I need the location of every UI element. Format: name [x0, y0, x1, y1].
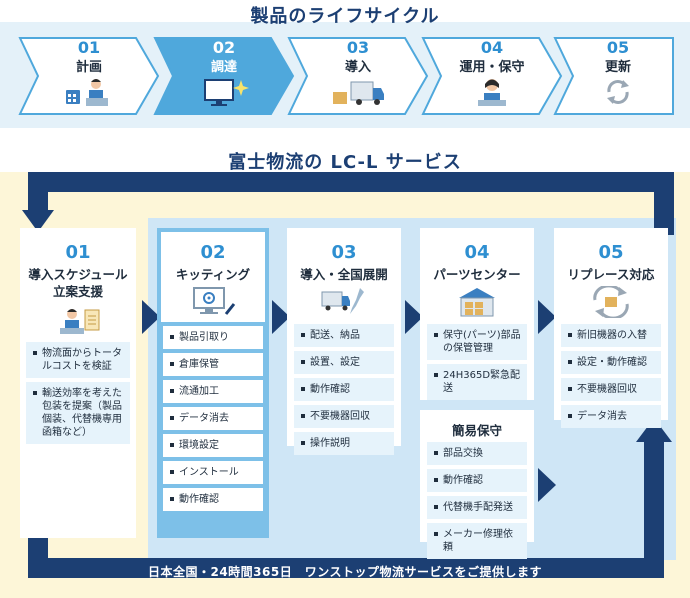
monitor-gear-icon — [193, 287, 236, 315]
task-item: 設置、設定 — [294, 351, 394, 374]
lifecycle-step-01: 01 計画 — [18, 36, 160, 116]
lifecycle-step-label: 更新 — [604, 60, 631, 75]
task-item: 代替機手配発送 — [427, 496, 527, 519]
service-step-01-tasks: 物流面からトータルコストを検証 輸送効率を考えた包装を提案（製品個装、代替機専用… — [26, 342, 130, 448]
task-item: 配送、納品 — [294, 324, 394, 347]
lifecycle-step-label: 計画 — [75, 60, 102, 75]
lifecycle-step-03: 03 導入 — [287, 36, 429, 116]
service-step-04: 04 パーツセンター 保守(パーツ)部品の保管管理 24H365D緊急配送 — [420, 228, 534, 400]
replace-box-icon — [593, 286, 629, 318]
lifecycle-step-num: 01 — [77, 38, 101, 57]
task-item: 製品引取り — [163, 326, 263, 349]
task-item: 設定・動作確認 — [561, 351, 661, 374]
task-item: 保守(パーツ)部品の保管管理 — [427, 324, 527, 360]
task-item: 輸送効率を考えた包装を提案（製品個装、代替機専用函箱など） — [26, 382, 130, 444]
service-step-num: 02 — [200, 242, 226, 263]
service-step-num: 01 — [65, 242, 91, 263]
service-footer-message: 日本全国・24時間365日 ワンストップ物流サービスをご提供します — [147, 565, 542, 579]
task-item: 不要機器回収 — [294, 405, 394, 428]
task-item: 倉庫保管 — [163, 353, 263, 376]
chevron-shape — [553, 37, 674, 115]
connector-arrow-3 — [405, 300, 423, 334]
chevron-shape — [18, 37, 160, 115]
task-item: 動作確認 — [427, 469, 527, 492]
task-item: 24H365D緊急配送 — [427, 364, 527, 400]
connector-arrow-2 — [272, 300, 290, 334]
service-step-title: キッティング — [175, 267, 251, 282]
return-arrow-path — [28, 172, 674, 235]
warehouse-icon — [459, 288, 495, 317]
planning-person-icon — [66, 79, 108, 106]
lifecycle-step-label: 導入 — [344, 60, 371, 75]
service-step-title: リプレース対応 — [567, 267, 655, 282]
lifecycle-step-05: 05 更新 — [553, 36, 675, 116]
task-item: データ消去 — [163, 407, 263, 430]
lifecycle-step-num: 04 — [480, 38, 504, 57]
lifecycle-step-label: 調達 — [210, 60, 237, 75]
service-step-num: 03 — [331, 242, 357, 263]
lifecycle-step-02: 02 調達 — [153, 36, 295, 116]
service-step-03: 03 導入・全国展開 配送、納品 設置、設定 動作確認 不要機器回収 操作説明 — [287, 228, 401, 455]
simple-maintenance-tasks: 部品交換 動作確認 代替機手配発送 メーカー修理依頼 — [427, 442, 527, 563]
support-person-icon — [478, 79, 506, 106]
service-title: 富士物流の LC-L サービス — [228, 152, 462, 173]
task-item: 物流面からトータルコストを検証 — [26, 342, 130, 378]
service-step-05: 05 リプレース対応 新旧機器の入替 設定・動作確認 不要機器回収 データ消去 — [554, 228, 668, 428]
task-item: メーカー修理依頼 — [427, 523, 527, 559]
simple-maintenance-title: 簡易保守 — [451, 423, 502, 438]
service-step-04-tasks: 保守(パーツ)部品の保管管理 24H365D緊急配送 — [427, 324, 527, 404]
lifecycle-step-num: 05 — [606, 38, 630, 57]
task-item: 環境設定 — [163, 434, 263, 457]
chevron-shape — [421, 37, 563, 115]
delivery-truck-icon — [333, 81, 384, 105]
connector-arrow-1 — [142, 300, 160, 334]
service-step-01: 01 導入スケジュール 立案支援 物流面からトータルコストを検証 輸送効率を考え… — [20, 228, 136, 538]
lifecycle-step-label: 運用・保守 — [459, 60, 525, 75]
service-step-num: 04 — [464, 242, 490, 263]
lifecycle-step-04: 04 運用・保守 — [421, 36, 563, 116]
lifecycle-title: 製品のライフサイクル — [250, 6, 440, 27]
task-item: 動作確認 — [163, 488, 263, 511]
refresh-icon — [607, 80, 629, 104]
task-item: 操作説明 — [294, 432, 394, 455]
forward-arrow-head — [636, 418, 672, 442]
truck-japan-map-icon — [321, 288, 364, 314]
service-step-05-tasks: 新旧機器の入替 設定・動作確認 不要機器回収 データ消去 — [561, 324, 661, 432]
simple-maintenance-card: 簡易保守 部品交換 動作確認 代替機手配発送 メーカー修理依頼 — [420, 410, 534, 559]
connector-arrow-5 — [538, 468, 556, 502]
task-item: 部品交換 — [427, 442, 527, 465]
task-item: インストール — [163, 461, 263, 484]
task-item: 新旧機器の入替 — [561, 324, 661, 347]
task-item: 流通加工 — [163, 380, 263, 403]
service-step-num: 05 — [598, 242, 624, 263]
service-step-02-tasks: 製品引取り 倉庫保管 流通加工 データ消去 環境設定 インストール 動作確認 — [163, 326, 263, 515]
chevron-shape — [287, 37, 429, 115]
service-step-title: 導入・全国展開 — [300, 267, 388, 282]
task-item: 不要機器回収 — [561, 378, 661, 401]
chevron-shape — [153, 37, 295, 115]
connector-arrow-4 — [538, 300, 556, 334]
service-step-title: 導入スケジュール 立案支援 — [28, 267, 128, 299]
task-item: 動作確認 — [294, 378, 394, 401]
service-step-03-tasks: 配送、納品 設置、設定 動作確認 不要機器回収 操作説明 — [294, 324, 394, 459]
consultant-clipboard-icon — [60, 309, 100, 334]
service-step-title: パーツセンター — [433, 267, 521, 282]
task-item: データ消去 — [561, 405, 661, 428]
lifecycle-step-num: 03 — [346, 38, 370, 57]
service-step-02: 02 キッティング 製品引取り 倉庫保管 流通加工 データ消去 環境設定 インス… — [157, 228, 269, 538]
monitor-sparkle-icon — [204, 79, 249, 106]
lifecycle-step-num: 02 — [212, 38, 236, 57]
return-arrow-head — [22, 210, 54, 232]
